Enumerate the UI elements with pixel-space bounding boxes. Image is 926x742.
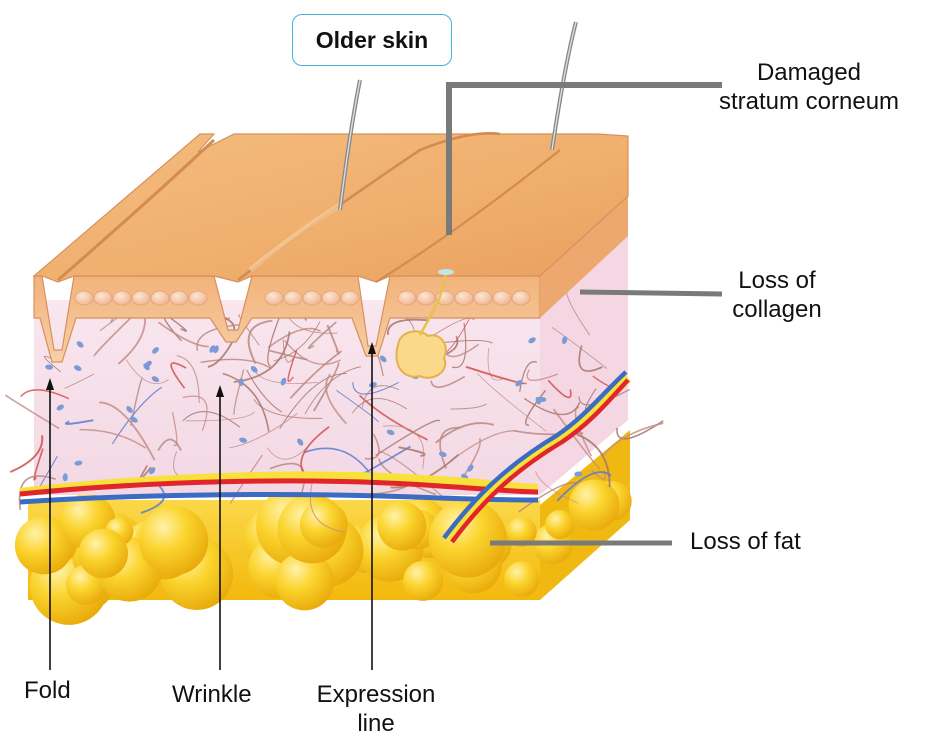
fat-cell — [139, 506, 208, 575]
epidermal-cell — [151, 291, 169, 305]
label-line: Expression — [296, 680, 456, 709]
fat-cell — [545, 510, 574, 539]
epidermal-cell — [322, 291, 340, 305]
fat-cell — [569, 480, 620, 531]
epidermal-cell — [303, 291, 321, 305]
epidermal-cell — [417, 291, 435, 305]
label-expression-line: Expression line — [296, 680, 456, 738]
epidermal-cell — [512, 291, 530, 305]
label-line: Loss of — [712, 266, 842, 295]
pointer-collagen — [580, 292, 722, 294]
title-box: Older skin — [292, 14, 452, 66]
label-wrinkle: Wrinkle — [172, 680, 252, 709]
label-loss-of-fat: Loss of fat — [690, 527, 801, 556]
fat-cell — [377, 502, 426, 551]
epidermal-cell — [75, 291, 93, 305]
fat-cell — [504, 561, 540, 597]
epidermal-cell — [170, 291, 188, 305]
label-line: Damaged — [696, 58, 922, 87]
label-line: line — [296, 709, 456, 738]
epidermal-cell — [94, 291, 112, 305]
epidermal-cell — [398, 291, 416, 305]
label-loss-of-collagen: Loss of collagen — [712, 266, 842, 324]
label-line: stratum corneum — [696, 87, 922, 116]
diagram-title: Older skin — [316, 27, 428, 54]
label-line: collagen — [712, 295, 842, 324]
epidermal-cell — [132, 291, 150, 305]
epidermal-cell — [341, 291, 359, 305]
epidermal-cell — [189, 291, 207, 305]
epidermal-cell — [265, 291, 283, 305]
epidermal-cell — [493, 291, 511, 305]
fat-cell — [403, 561, 443, 601]
label-damaged-stratum-corneum: Damaged stratum corneum — [696, 58, 922, 116]
epidermal-cell — [455, 291, 473, 305]
sebaceous-gland — [396, 331, 445, 377]
epidermal-cell — [113, 291, 131, 305]
epidermal-cell — [474, 291, 492, 305]
fat-cell — [78, 529, 128, 579]
epidermal-cell — [284, 291, 302, 305]
label-fold: Fold — [24, 676, 71, 705]
